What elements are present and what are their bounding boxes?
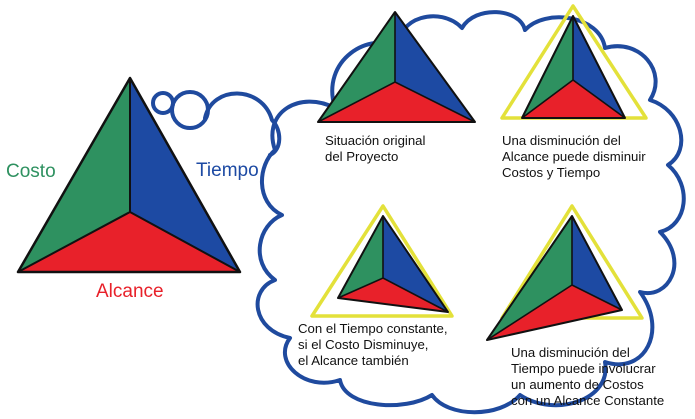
thought-cloud (255, 10, 686, 415)
yellow-reference-triangle (310, 204, 454, 318)
caption-tiempo-constante: Con el Tiempo constante, si el Costo Dis… (298, 321, 448, 368)
alcance-face (18, 212, 240, 272)
thought-bubble-medium (170, 90, 210, 130)
triangle-alcance-reduce (500, 4, 648, 120)
triangle-tiempo-constante (310, 204, 454, 318)
caption-alcance-reduce: Una disminución del Alcance puede dismin… (502, 133, 646, 180)
main-triangle (16, 76, 242, 274)
caption-tiempo-reduce: Una disminución del Tiempo puede involuc… (511, 345, 665, 408)
label-costo: Costo (6, 161, 56, 182)
caption-original: Situación original del Proyecto (325, 133, 426, 164)
triangle-tiempo-reduce (486, 204, 644, 341)
triangle-original (317, 11, 476, 123)
label-alcance: Alcance (96, 281, 164, 302)
thought-bubble-large (203, 91, 282, 157)
label-tiempo: Tiempo (196, 160, 259, 181)
